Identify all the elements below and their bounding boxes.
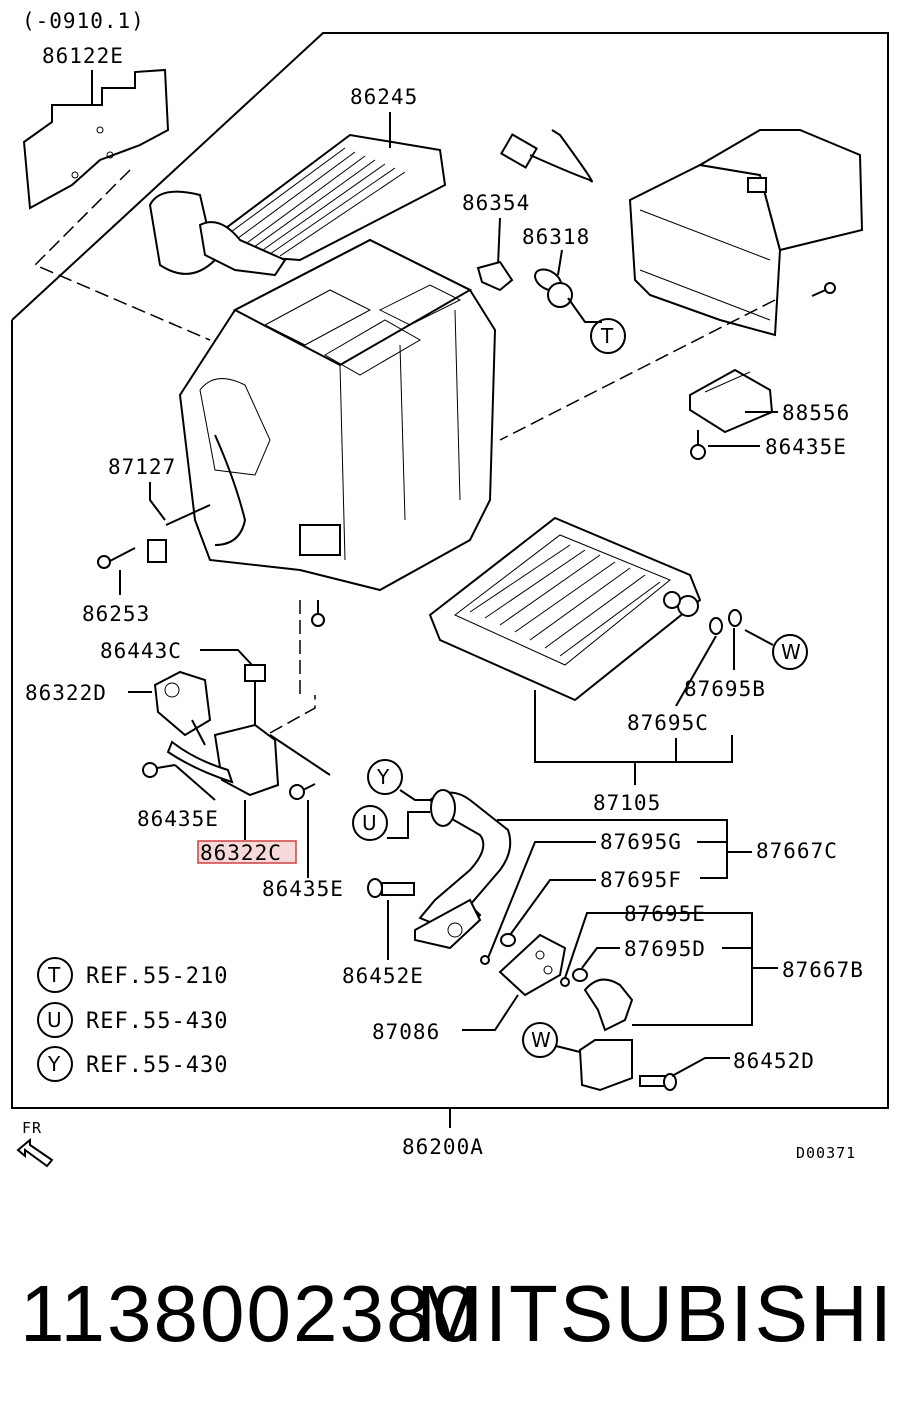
sensor-86318 [534,268,573,308]
product-footer: 1138002380 MITSUBISHI [20,1268,900,1378]
label-88556: 88556 [782,401,850,425]
label-86322c: 86322C [200,841,282,865]
bolt-86452d [639,1073,677,1091]
diagram-frame [11,32,889,1109]
label-87086: 87086 [372,1020,440,1044]
pipe-joint-87667b [578,978,634,1092]
label-87695g: 87695G [600,830,682,854]
screw-86253 [97,547,136,569]
reference-y: Y REF.55-430 [37,1046,228,1082]
sensor-87127 [147,504,211,563]
svg-text:REF.55-430: REF.55-430 [86,1009,228,1034]
label-86200a: 86200A [402,1135,484,1159]
pipe-assembly [414,789,512,950]
callout-u: U [362,811,377,835]
screw-86435e-a [690,430,706,460]
gasket-86122e [22,68,170,210]
label-86122e: 86122E [42,44,124,68]
label-87695c: 87695C [627,711,709,735]
valve-87086 [498,933,567,997]
evaporator-87105 [428,516,702,702]
svg-text:REF.55-210: REF.55-210 [86,964,228,989]
actuator-86322c [166,723,280,797]
screw-86435e-b [142,762,176,778]
label-87667c: 87667C [756,839,838,863]
heater-core-86245 [148,133,447,277]
svg-text:REF.55-430: REF.55-430 [86,1053,228,1078]
reference-t: T REF.55-210 [37,957,228,993]
label-86443c: 86443C [100,639,182,663]
front-arrow-icon [16,1137,54,1168]
sensor-wire [500,129,593,183]
front-marker: FR [22,1119,42,1137]
screw-86435e-c [289,783,316,800]
clip-86443c [244,664,266,682]
label-86322d: 86322D [25,681,107,705]
module-88556 [689,368,774,434]
label-87695b: 87695B [684,677,766,701]
parts-diagram: (-0910.1) 86122E 86245 86354 86318 T [11,9,889,1168]
part-number: 1138002380 [20,1269,479,1358]
svg-text:Y: Y [47,1052,61,1076]
label-87667b: 87667B [782,958,864,982]
label-86452d: 86452D [733,1049,815,1073]
svg-text:U: U [47,1008,62,1032]
bolt-86452e [367,878,415,898]
label-87105: 87105 [593,791,661,815]
clip-86354 [476,260,514,292]
heater-unit-case [178,238,497,592]
blower-housing [628,129,864,337]
drawing-code: D00371 [796,1144,856,1162]
label-87127: 87127 [108,455,176,479]
label-86435e-a: 86435E [765,435,847,459]
label-87695d: 87695D [624,937,706,961]
label-86318: 86318 [522,225,590,249]
callout-y: Y [376,765,390,789]
label-86354: 86354 [462,191,530,215]
callout-t: T [600,324,614,348]
label-86452e: 86452E [342,964,424,988]
label-86435e-c: 86435E [262,877,344,901]
svg-text:T: T [47,963,61,987]
label-87695f: 87695F [600,868,682,892]
actuator-86322d [153,670,212,737]
reference-u: U REF.55-430 [37,1002,228,1038]
highlight-86322c [197,840,297,864]
screw-top-right [811,282,836,297]
callout-w1: W [781,640,801,664]
label-86435e-b: 86435E [137,807,219,831]
screw-mid [311,600,325,627]
label-86245: 86245 [350,85,418,109]
callout-w2: W [531,1028,551,1052]
brand-name: MITSUBISHI [416,1269,894,1358]
date-range: (-0910.1) [22,9,145,33]
label-86253: 86253 [82,602,150,626]
